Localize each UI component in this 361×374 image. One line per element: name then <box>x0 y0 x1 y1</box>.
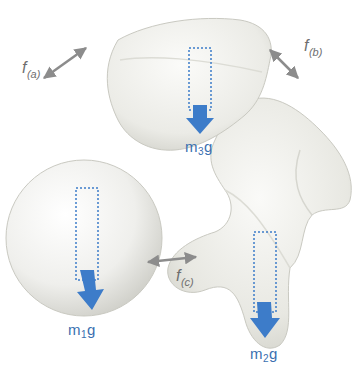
mass-subscript: 1 <box>81 330 87 340</box>
mass-symbol: m <box>250 346 263 361</box>
sphere-body <box>6 160 162 316</box>
mass-subscript: 3 <box>198 147 204 157</box>
force-symbol: f <box>304 38 308 54</box>
gravity-arrow <box>186 48 214 134</box>
force-symbol: f <box>176 268 180 284</box>
gravity-symbol: g <box>204 139 212 154</box>
force-subscript: (a) <box>27 69 40 80</box>
mass-symbol: m <box>185 139 198 154</box>
mass-subscript: 2 <box>263 354 269 364</box>
gravity-symbol: g <box>269 346 277 361</box>
force-arrow <box>148 257 196 262</box>
force-arrow <box>270 50 298 78</box>
gravity-symbol: g <box>87 322 95 337</box>
gravity-arrow <box>250 232 280 338</box>
force-subscript: (c) <box>181 277 194 288</box>
force-symbol: f <box>22 60 26 76</box>
top-body <box>107 18 271 150</box>
force-arrow <box>44 48 86 78</box>
mass-symbol: m <box>68 322 81 337</box>
force-subscript: (b) <box>309 47 322 58</box>
gravity-arrow <box>76 188 104 310</box>
